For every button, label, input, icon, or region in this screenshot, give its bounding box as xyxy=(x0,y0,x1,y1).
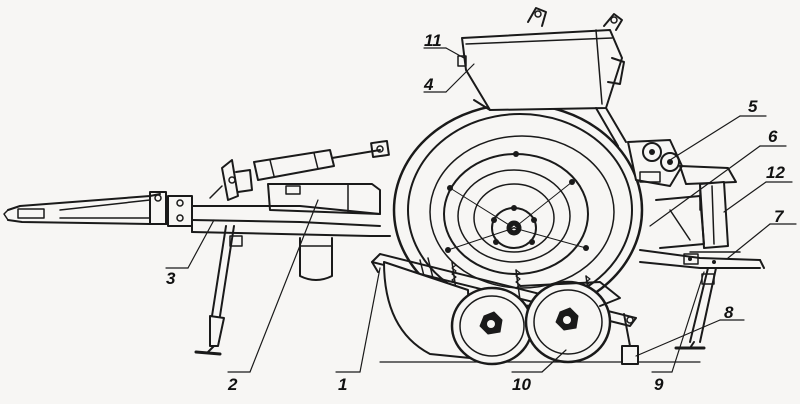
drawbar xyxy=(3,191,169,225)
gear-drive xyxy=(627,139,737,211)
side-box xyxy=(655,181,729,249)
press-wheels xyxy=(450,280,621,366)
label-10: 10 xyxy=(512,375,531,394)
frame xyxy=(167,195,765,269)
leader-lines xyxy=(165,47,797,373)
hydraulic-cylinder xyxy=(209,139,390,201)
label-12: 12 xyxy=(766,163,785,182)
label-1: 1 xyxy=(338,375,347,394)
fertilizer-box xyxy=(267,183,381,281)
rear-footboard xyxy=(683,253,716,265)
drag-weight xyxy=(621,313,639,365)
label-9: 9 xyxy=(654,375,664,394)
label-8: 8 xyxy=(724,303,734,322)
label-6: 6 xyxy=(768,127,778,146)
opener-shield xyxy=(383,261,471,359)
seed-hopper xyxy=(457,7,627,147)
front-support-leg xyxy=(194,225,243,356)
label-11: 11 xyxy=(424,31,442,50)
label-7: 7 xyxy=(774,207,785,226)
label-2: 2 xyxy=(227,375,238,394)
label-3: 3 xyxy=(166,269,176,288)
label-4: 4 xyxy=(423,75,434,94)
label-5: 5 xyxy=(748,97,758,116)
